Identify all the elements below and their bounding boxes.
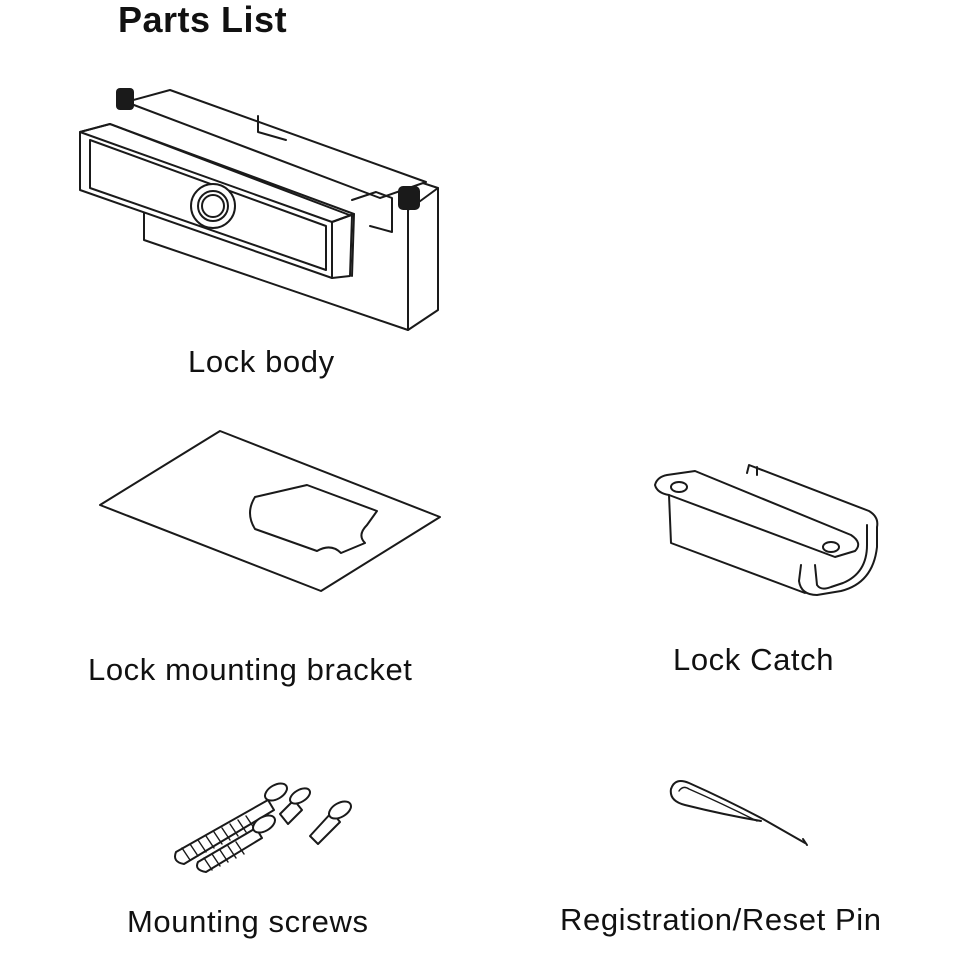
page-title: Parts List	[118, 0, 288, 40]
reset-pin-icon	[669, 780, 808, 846]
screws-icon	[174, 782, 352, 873]
mounting-bracket-icon	[99, 430, 441, 592]
part-label-reset-pin: Registration/Reset Pin	[560, 902, 882, 937]
lock-catch-icon	[654, 464, 879, 596]
part-label-mounting-screws: Mounting screws	[127, 904, 369, 939]
lock-body-icon	[79, 88, 439, 331]
part-label-mounting-bracket: Lock mounting bracket	[88, 652, 413, 687]
part-label-lock-catch: Lock Catch	[673, 642, 835, 677]
part-label-lock-body: Lock body	[188, 344, 335, 379]
